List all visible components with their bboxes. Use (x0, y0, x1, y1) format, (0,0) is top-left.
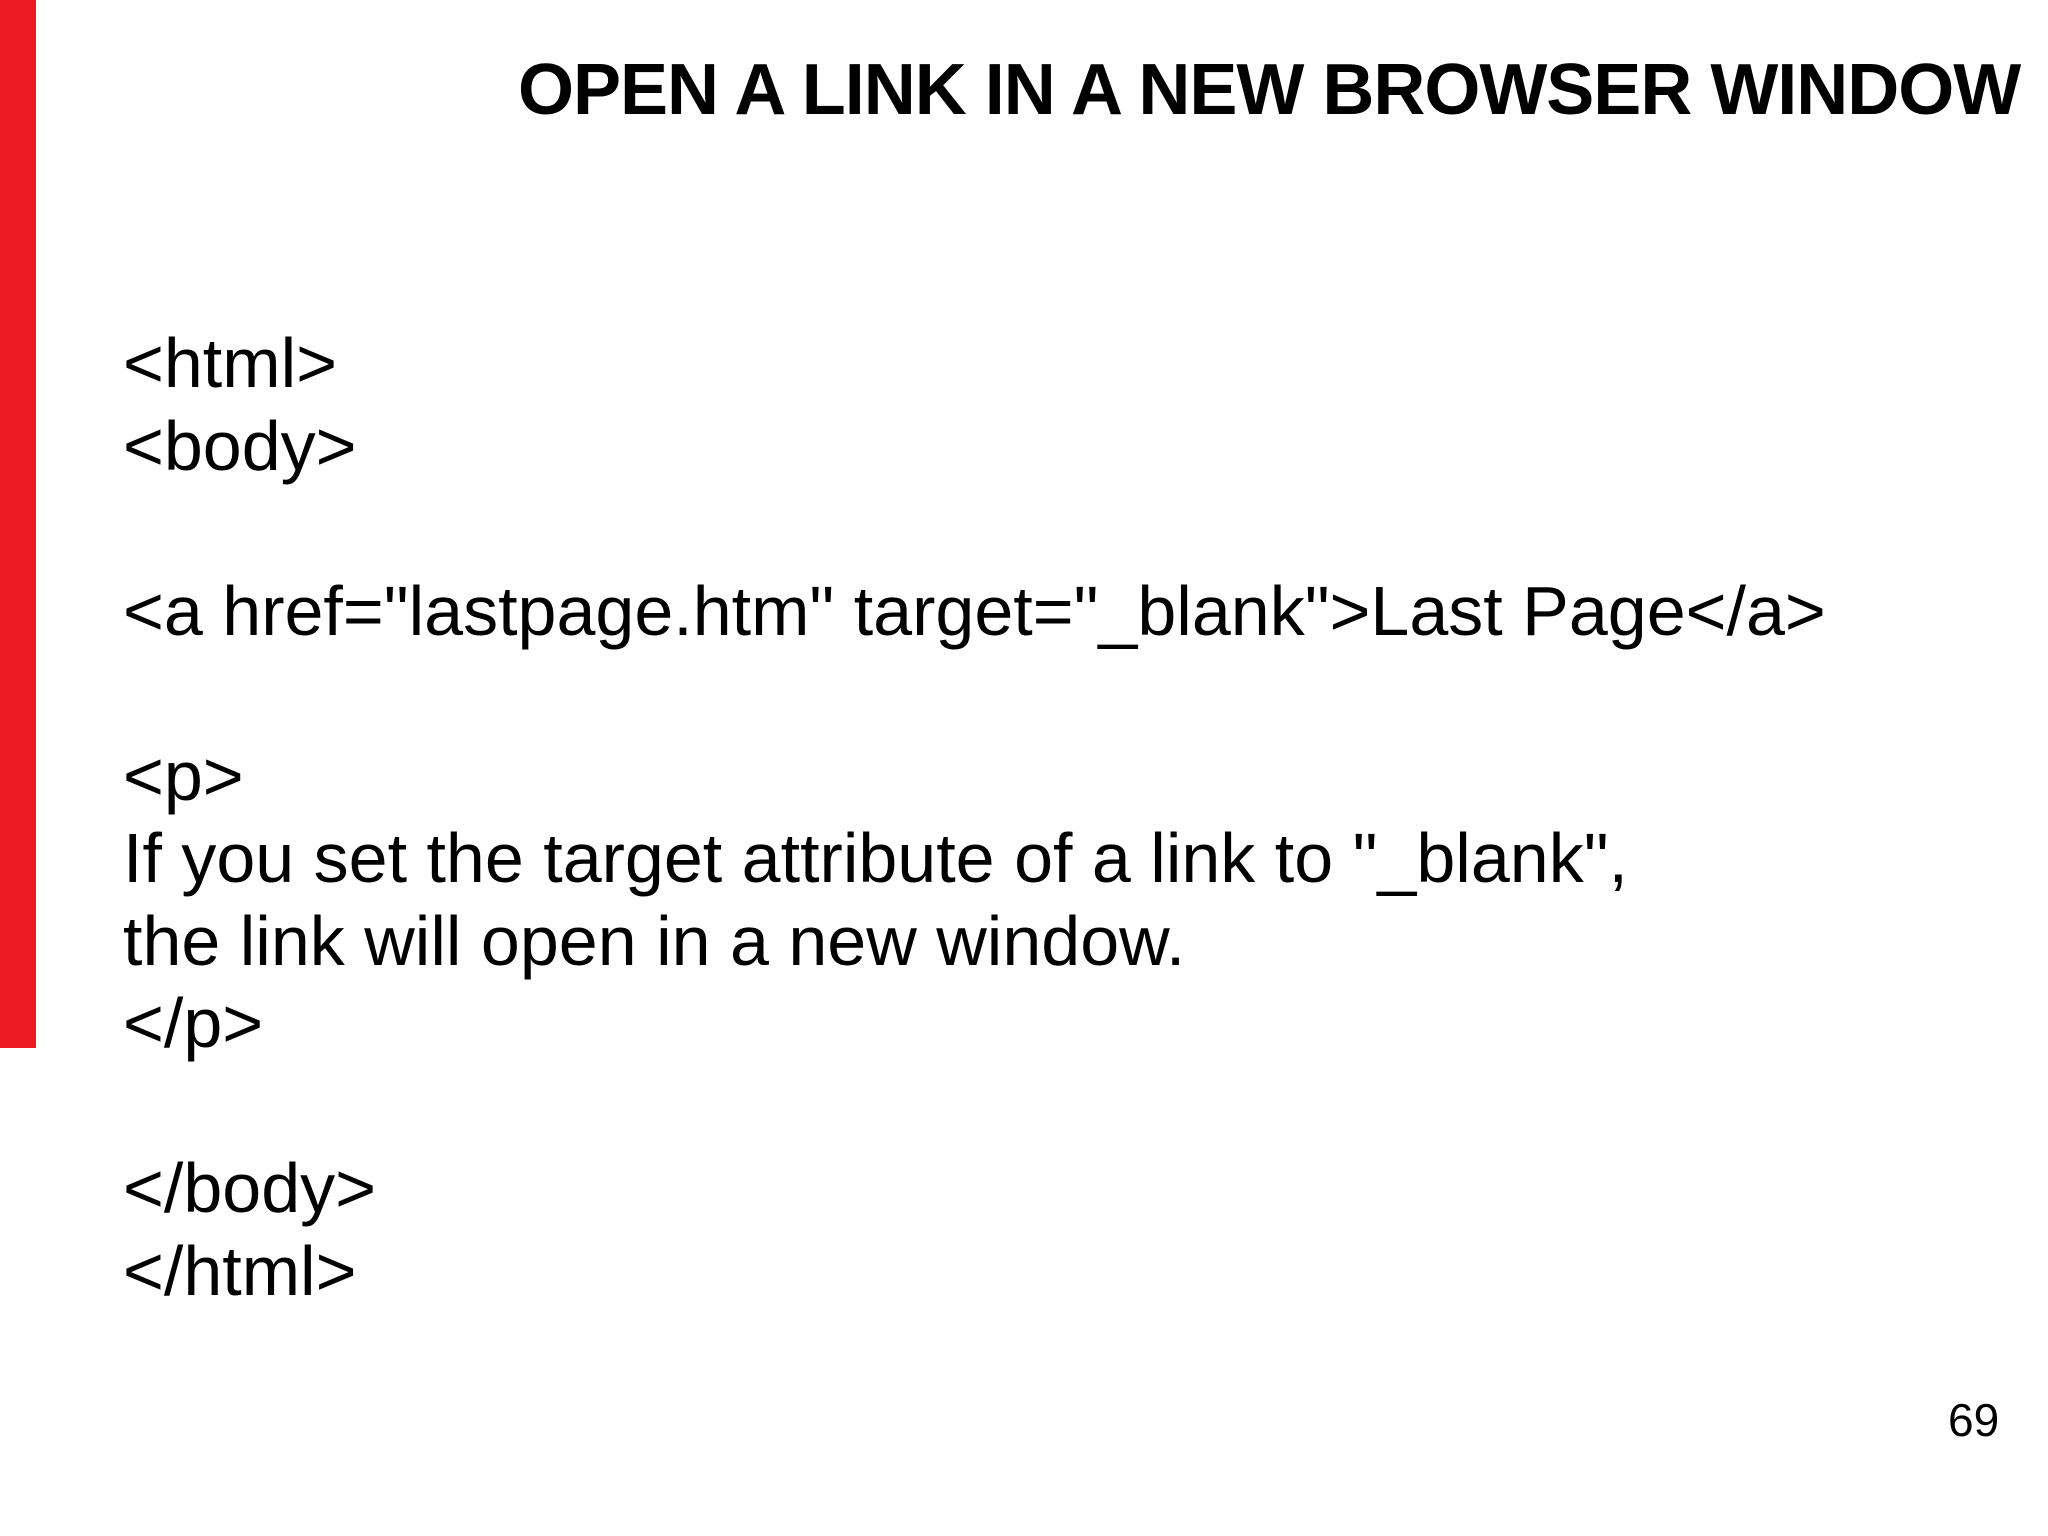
code-line-body-open: <body> (123, 406, 357, 485)
code-line-paragraph-text-2: the link will open in a new window. (123, 901, 1186, 980)
code-line-p-open: <p> (123, 736, 244, 815)
code-line-html-open: <html> (123, 324, 337, 402)
code-line-html-close: </html> (123, 1231, 357, 1310)
page-number: 69 (1948, 1394, 2000, 1446)
slide-title: OPEN A LINK IN A NEW BROWSER WINDOW (518, 50, 2021, 130)
red-accent-bar (0, 0, 36, 1048)
code-line-body-close: </body> (123, 1149, 376, 1227)
code-line-anchor: <a href="lastpage.htm" target="_blank">L… (123, 571, 1826, 650)
code-block: <html> <body> <a href="lastpage.htm" tar… (123, 322, 1826, 1312)
code-line-blank-1 (123, 487, 1826, 570)
code-line-paragraph-text-1: If you set the target attribute of a lin… (123, 819, 1628, 897)
code-line-blank-2 (123, 652, 1826, 735)
code-line-p-close: </p> (123, 984, 264, 1062)
code-line-blank-3 (123, 1065, 1826, 1148)
